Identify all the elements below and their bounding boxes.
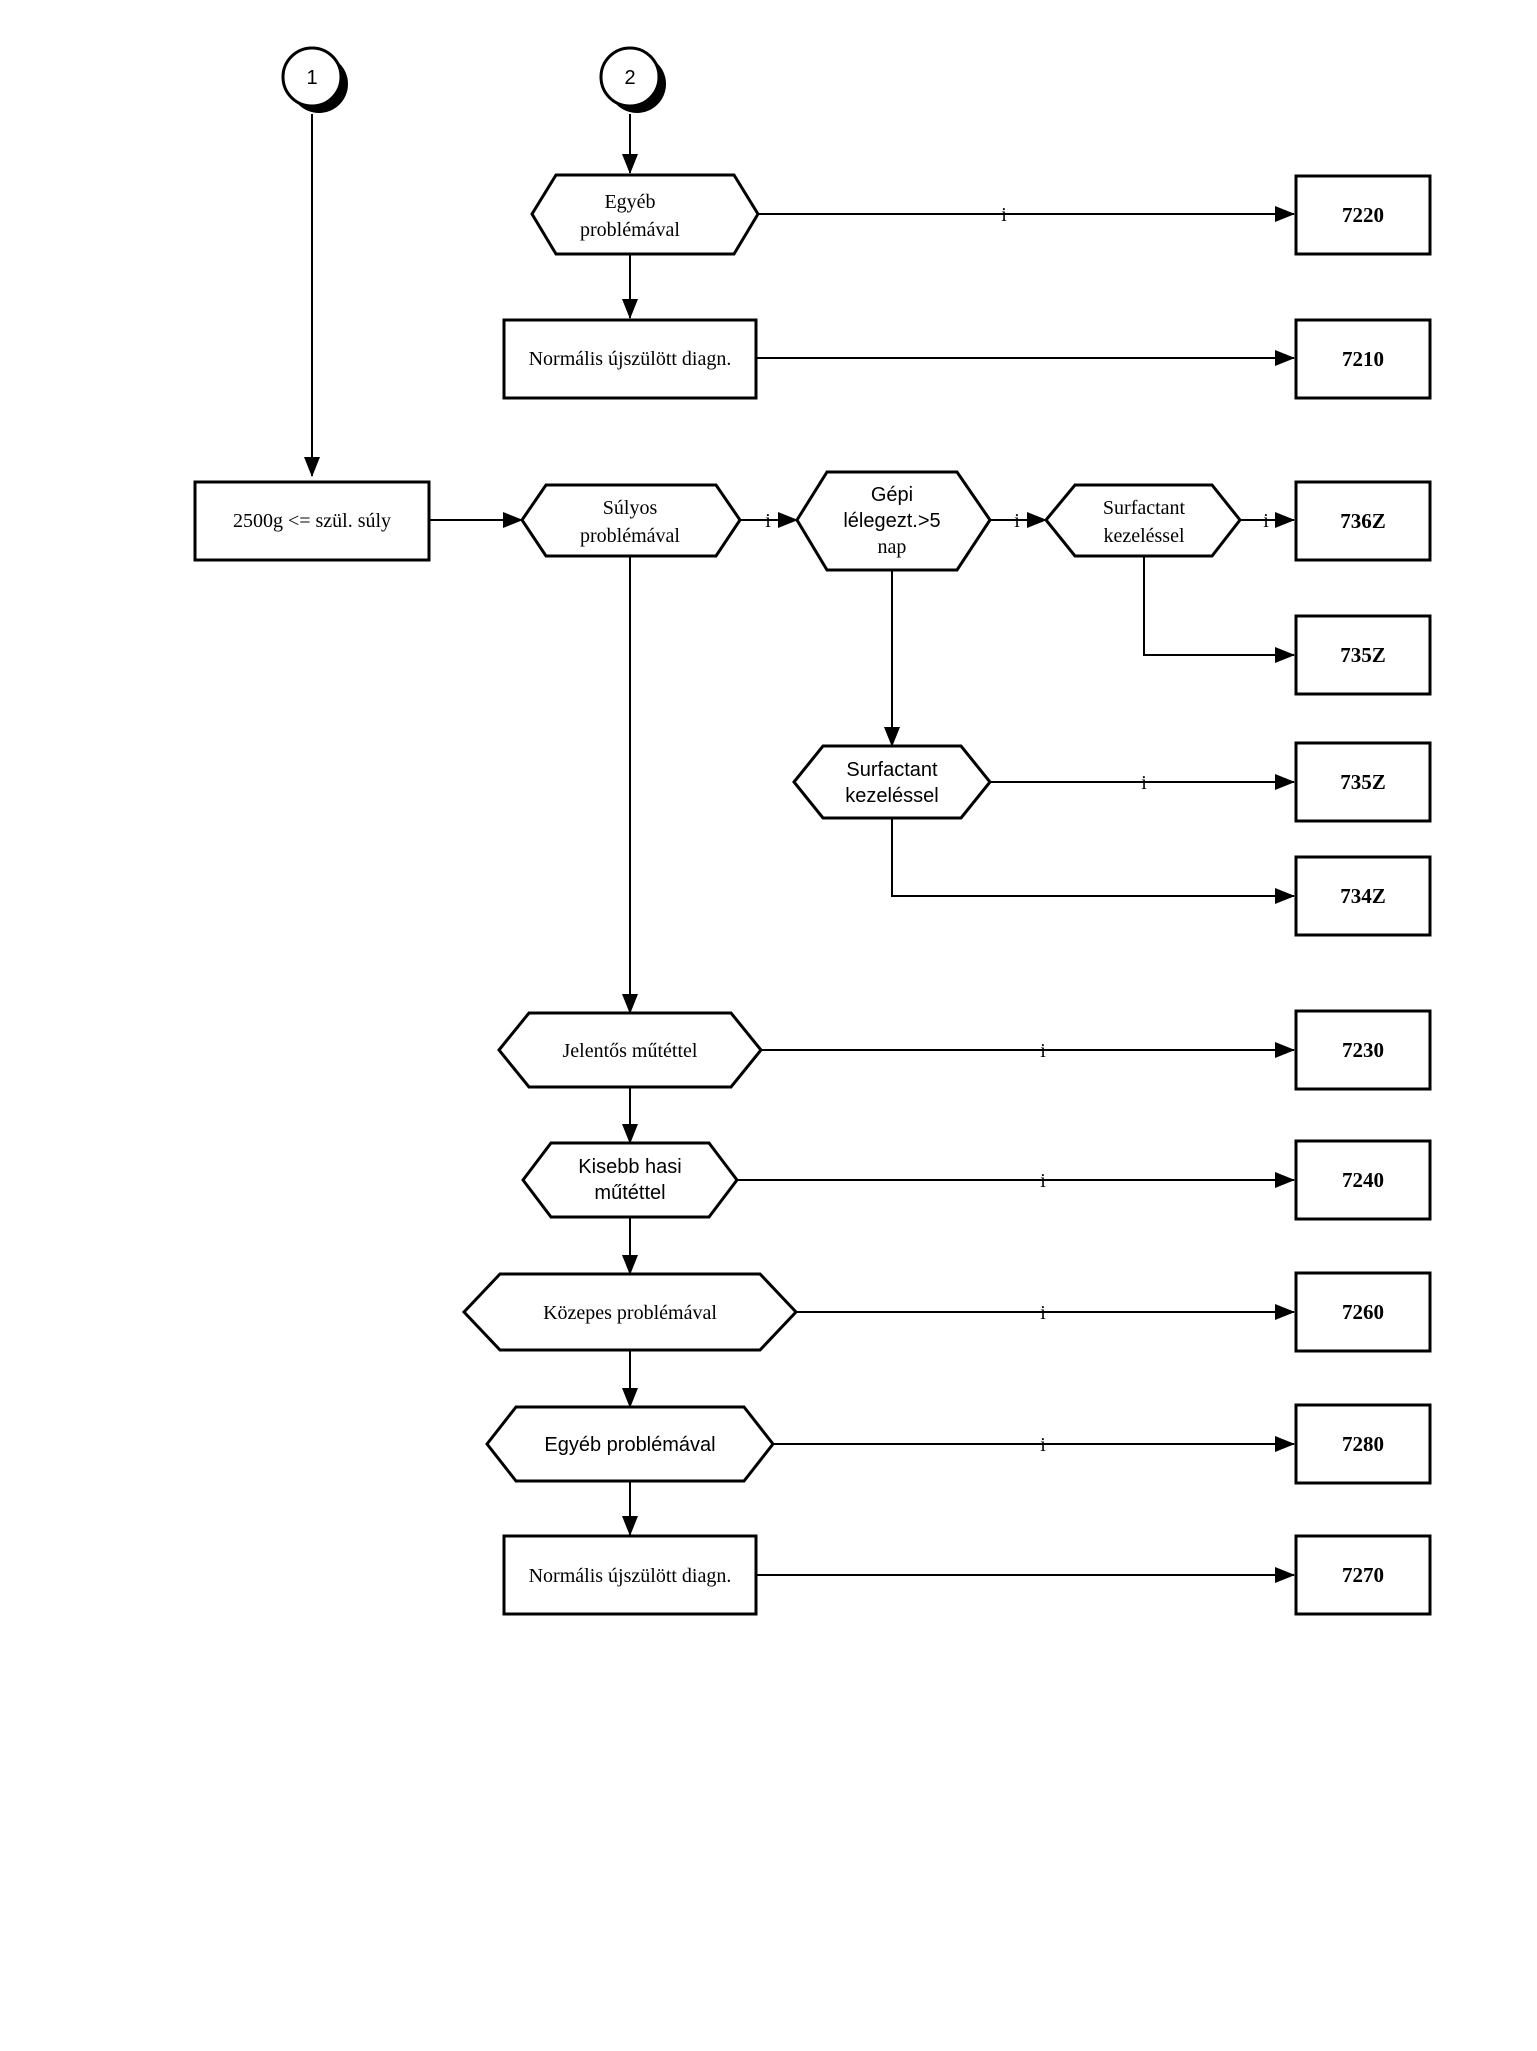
decision-sulyos-problemaval: Súlyos problémával (520, 483, 742, 558)
connector-1: 1 (281, 46, 348, 113)
code-label: 735Z (1340, 770, 1386, 794)
code-box-7260: 7260 (1294, 1271, 1432, 1353)
yes-label: i (1001, 204, 1007, 226)
node-label: Surfactant (846, 759, 938, 781)
yes-label: i (1040, 1170, 1046, 1192)
code-box-7210: 7210 (1294, 318, 1432, 400)
process-birth-weight: 2500g <= szül. súly (193, 480, 431, 562)
code-box-7230: 7230 (1294, 1009, 1432, 1091)
code-box-736z: 736Z (1294, 480, 1432, 562)
node-label: kezeléssel (1103, 525, 1185, 547)
code-label: 735Z (1340, 643, 1386, 667)
code-box-7240: 7240 (1294, 1139, 1432, 1221)
code-box-735z-b: 735Z (1294, 741, 1432, 823)
decision-surfactant-2: Surfactant kezeléssel (792, 744, 992, 820)
yes-label: i (1040, 1040, 1046, 1062)
node-label: Súlyos (603, 497, 658, 519)
process-normalis-ujszulott-1: Normális újszülött diagn. (502, 318, 758, 400)
node-label: Gépi (871, 484, 913, 506)
node-label: kezeléssel (845, 785, 938, 807)
connector-2: 2 (599, 46, 666, 113)
yes-label: i (1141, 772, 1147, 794)
node-label: Normális újszülött diagn. (529, 348, 732, 370)
decision-egyeb-problemaval: Egyéb problémával (530, 173, 760, 256)
code-box-7220: 7220 (1294, 174, 1432, 256)
node-label: nap (878, 536, 907, 558)
node-label: Surfactant (1103, 497, 1186, 519)
node-label: Egyéb (604, 191, 655, 213)
code-box-734z: 734Z (1294, 855, 1432, 937)
node-label: Normális újszülött diagn. (529, 1565, 732, 1587)
code-label: 734Z (1340, 884, 1386, 908)
node-label: Egyéb problémával (544, 1434, 715, 1456)
process-normalis-ujszulott-2: Normális újszülött diagn. (502, 1534, 758, 1616)
node-label: Közepes problémával (543, 1302, 717, 1324)
connector-label: 2 (624, 67, 635, 89)
yes-labels: i i i i i i i i i (765, 204, 1269, 1456)
connector-label: 1 (306, 67, 317, 89)
code-box-7280: 7280 (1294, 1403, 1432, 1485)
code-label: 7280 (1342, 1432, 1384, 1456)
yes-label: i (1040, 1434, 1046, 1456)
yes-label: i (1040, 1302, 1046, 1324)
node-label: Kisebb hasi (578, 1156, 681, 1178)
code-label: 736Z (1340, 509, 1386, 533)
code-box-7270: 7270 (1294, 1534, 1432, 1616)
code-label: 7210 (1342, 347, 1384, 371)
decision-egyeb-problemaval-2: Egyéb problémával (485, 1405, 775, 1483)
edge-surf2-734z (891, 818, 1295, 904)
yes-label: i (765, 510, 771, 532)
code-label: 7220 (1342, 203, 1384, 227)
decision-surfactant-1: Surfactant kezeléssel (1044, 483, 1242, 558)
code-label: 7260 (1342, 1300, 1384, 1324)
node-label: műtéttel (594, 1182, 665, 1204)
code-label: 7240 (1342, 1168, 1384, 1192)
node-label: Jelentős műtéttel (563, 1040, 698, 1062)
yes-label: i (1263, 510, 1269, 532)
yes-label: i (1014, 510, 1020, 532)
code-label: 7270 (1342, 1563, 1384, 1587)
node-label: problémával (580, 219, 680, 241)
decision-gepi-lelegeztetes: Gépi lélegezt.>5 nap (795, 470, 992, 572)
node-label: problémával (580, 525, 680, 547)
decision-kozepes-problemaval: Közepes problémával (461, 1272, 799, 1352)
code-label: 7230 (1342, 1038, 1384, 1062)
decision-kisebb-hasi-mutettel: Kisebb hasi műtéttel (521, 1141, 739, 1219)
decision-jelentos-mutettel: Jelentős műtéttel (497, 1011, 763, 1089)
node-label: 2500g <= szül. súly (233, 510, 391, 532)
code-box-735z-a: 735Z (1294, 614, 1432, 696)
node-label: lélegezt.>5 (843, 510, 940, 532)
edge-surf1-735z (1143, 556, 1295, 663)
edges (304, 114, 1295, 1583)
